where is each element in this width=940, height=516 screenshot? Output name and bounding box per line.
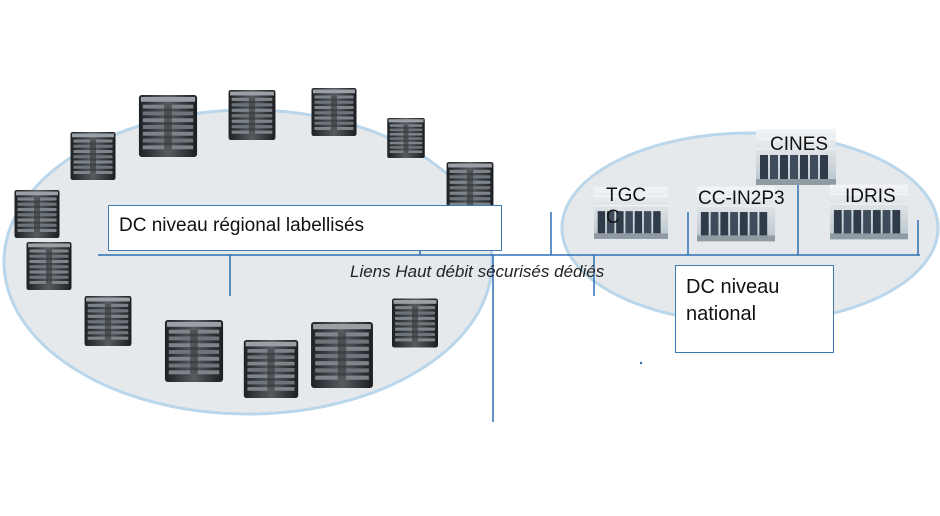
site-label-cines: CINES	[770, 134, 829, 155]
server-rack-icon	[311, 88, 357, 136]
server-rack-icon	[392, 298, 438, 348]
server-rack-icon	[164, 320, 224, 382]
link-label: Liens Haut débit sécurisés dédiés	[350, 262, 605, 281]
regional-dc-label: DC niveau régional labellisés	[108, 205, 502, 251]
server-rack-icon	[70, 132, 116, 180]
server-rack-icon	[228, 90, 276, 140]
server-rack-icon	[243, 340, 299, 398]
server-rack-icon	[387, 118, 425, 158]
site-label-idris: IDRIS	[845, 186, 896, 207]
server-rack-icon	[311, 322, 373, 388]
site-label-tgcc: TGCC	[606, 185, 647, 228]
server-rack-icon	[138, 95, 198, 157]
server-rack-icon	[84, 296, 132, 346]
server-rack-icon	[26, 242, 72, 290]
site-label-cc-in2p3: CC-IN2P3	[698, 188, 785, 209]
server-rack-icon	[14, 190, 60, 238]
national-dc-label: DC niveau national	[675, 265, 834, 353]
stray-dot	[639, 361, 643, 365]
